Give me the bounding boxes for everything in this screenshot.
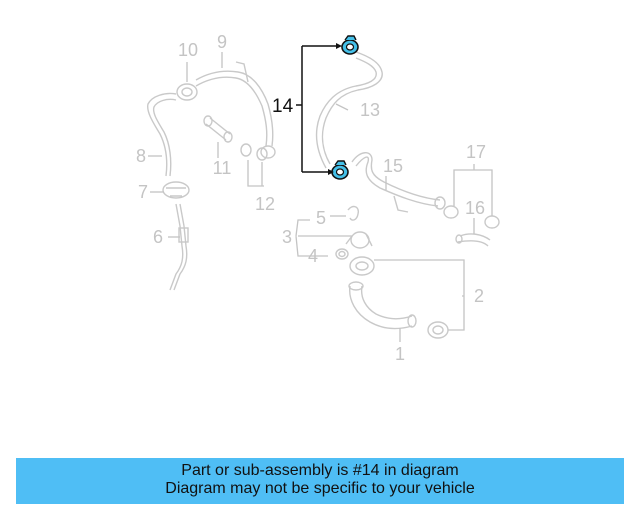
leader-line-14 [296,43,342,175]
leader-lines [148,52,493,342]
part-11-pipe [203,115,233,143]
part-14-clamp-upper [341,35,359,55]
callout-1: 1 [395,344,405,364]
callout-6: 6 [153,227,163,247]
callout-13: 13 [360,100,380,120]
info-banner: Part or sub-assembly is #14 in diagram D… [16,458,624,504]
callout-7: 7 [138,182,148,202]
part-13-hose [315,51,383,169]
callout-9: 9 [217,32,227,52]
callout-5: 5 [316,208,326,228]
callout-16: 16 [465,198,485,218]
part-1-hose [348,281,417,330]
part-3-connector [345,231,373,249]
part-14-clamp-lower [331,160,349,180]
callout-4: 4 [308,246,318,266]
callout-14: 14 [272,96,294,117]
callout-2: 2 [474,286,484,306]
callout-11: 11 [213,158,232,178]
callout-3: 3 [282,227,292,247]
part-9-hose [195,61,276,159]
callout-15: 15 [383,156,403,176]
callout-8: 8 [136,146,146,166]
part-8-pipe [146,92,177,177]
part-10-clamp [176,83,198,101]
callout-17: 17 [466,142,486,162]
part-16-hose [455,233,491,247]
callout-10: 10 [178,40,198,60]
part-15-hose [351,152,446,213]
part-12-seals [240,143,268,161]
part-4-seal [335,248,349,260]
banner-line-part: Part or sub-assembly is #14 in diagram [181,462,459,479]
callout-12: 12 [255,194,275,214]
part-7-fitting [162,181,190,199]
part-5-clip [347,205,360,221]
part-2-fittings [349,256,449,339]
part-6-pipe [169,203,189,291]
banner-line-disclaimer: Diagram may not be specific to your vehi… [165,480,475,497]
